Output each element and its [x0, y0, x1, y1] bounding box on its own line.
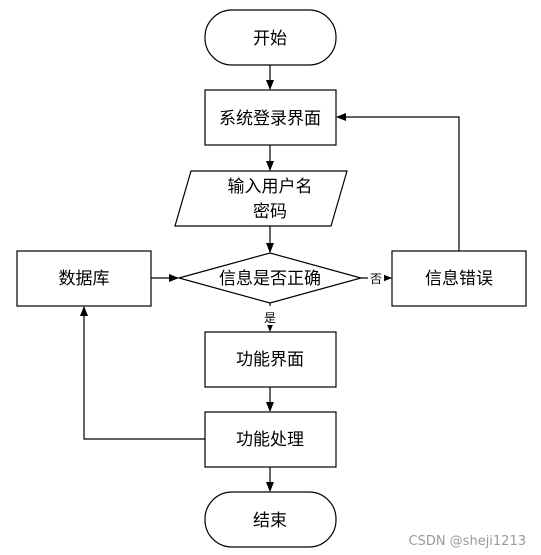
end-label: 结束 [253, 511, 287, 531]
watermark: CSDN @sheji1213 [408, 534, 526, 549]
error-box: 信息错误 [391, 250, 527, 307]
input-label-line1: 输入用户名 [228, 177, 313, 197]
login-screen-label: 系统登录界面 [219, 109, 321, 129]
function-ui-label: 功能界面 [236, 350, 304, 370]
end-terminal: 结束 [204, 491, 337, 548]
validation-decision: 信息是否正确 [176, 252, 364, 304]
function-ui-box: 功能界面 [204, 331, 337, 388]
database-label: 数据库 [59, 269, 110, 289]
error-label: 信息错误 [425, 269, 493, 289]
function-processing-label: 功能处理 [236, 430, 304, 450]
function-processing-box: 功能处理 [204, 411, 337, 468]
start-terminal: 开始 [204, 9, 337, 66]
arrow-error-to-login [336, 113, 460, 251]
login-screen-box: 系统登录界面 [204, 89, 337, 146]
input-label-line2: 密码 [253, 202, 287, 222]
yes-edge-label: 是 [264, 311, 276, 325]
database-box: 数据库 [16, 250, 152, 307]
input-credentials-parallelogram: 输入用户名 密码 [174, 170, 348, 227]
start-label: 开始 [253, 29, 287, 49]
no-edge-label: 否 [370, 272, 382, 286]
decision-label: 信息是否正确 [219, 269, 321, 289]
arrow-processing-to-database [80, 306, 205, 440]
